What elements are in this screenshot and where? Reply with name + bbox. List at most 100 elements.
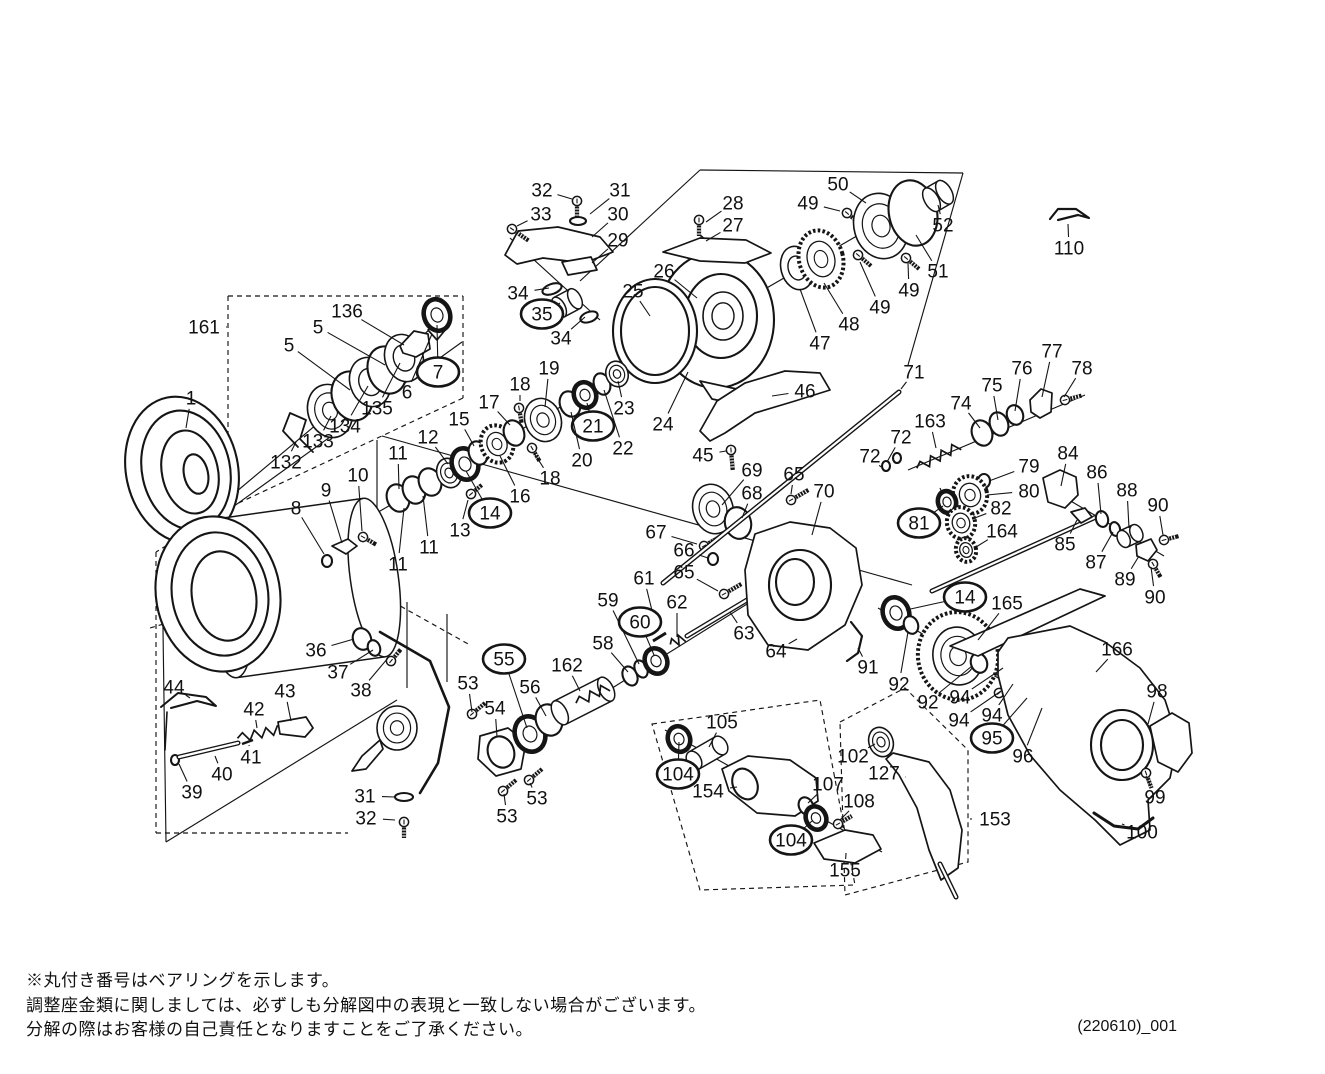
part-number-label: 164 <box>986 522 1018 543</box>
part-number-label: 48 <box>838 315 859 336</box>
part-number-label: 76 <box>1011 359 1032 380</box>
leader-line <box>1101 531 1114 552</box>
part-glyph-bring <box>880 595 912 631</box>
leader-line <box>986 492 1013 496</box>
part-number-label: 23 <box>613 399 634 420</box>
leader-line <box>368 657 389 681</box>
part-glyph-oring <box>731 767 759 801</box>
part-glyph-blob <box>949 588 1106 657</box>
part-number-label: 70 <box>813 482 834 503</box>
leader-line <box>671 536 698 545</box>
leader-line <box>988 471 1015 482</box>
leader-line <box>185 694 191 699</box>
part-number-label: 87 <box>1085 553 1106 574</box>
leader-line <box>1150 566 1155 587</box>
leader-line <box>878 464 882 468</box>
part-number-label: 135 <box>361 399 393 420</box>
leader-line <box>468 693 473 713</box>
part-glyph-disc <box>523 397 563 443</box>
part-glyph-wire <box>282 412 314 453</box>
leader-line <box>968 412 981 429</box>
leader-line <box>533 452 544 469</box>
leader-line <box>591 248 609 264</box>
leader-line <box>516 220 528 227</box>
part-number-label: 33 <box>530 205 551 226</box>
part-number-label: 79 <box>1018 457 1039 478</box>
part-glyph-screw <box>693 214 705 236</box>
part-glyph-oring <box>774 557 816 607</box>
leader-line <box>788 638 798 645</box>
part-glyph-wire <box>160 692 217 709</box>
part-number-label: 54 <box>484 699 506 720</box>
leader-line <box>301 517 325 555</box>
part-glyph-bring <box>642 646 670 676</box>
part-number-label: 10 <box>347 466 368 487</box>
leader-line <box>499 455 516 486</box>
part-glyph-screw <box>1059 393 1082 406</box>
leader-line <box>349 649 374 665</box>
part-glyph-disc <box>604 360 630 388</box>
part-glyph-screw <box>571 195 583 219</box>
part-number-label: 133 <box>302 432 334 453</box>
part-glyph-blob <box>885 752 963 881</box>
leader-line <box>937 204 941 215</box>
part-glyph-screw <box>718 582 743 600</box>
part-glyph-screw <box>523 767 544 786</box>
part-glyph-spring <box>575 684 611 704</box>
leader-line <box>1069 519 1078 534</box>
part-glyph-screw <box>832 814 853 830</box>
part-glyph-oring <box>706 551 720 567</box>
part-glyph-screw <box>357 531 378 547</box>
part-number-label: 38 <box>350 681 371 702</box>
part-glyph-oring <box>619 285 691 377</box>
leader-line <box>1095 658 1109 673</box>
part-number-label: 5 <box>313 318 324 339</box>
part-number-label: 43 <box>274 682 295 703</box>
part-number-label: 72 <box>890 428 911 449</box>
leader-line <box>857 647 864 657</box>
part-glyph-spring <box>236 724 279 742</box>
leader-line <box>381 362 401 398</box>
leader-line <box>610 652 629 673</box>
part-number-label: 94 <box>948 711 970 732</box>
part-glyph-oring <box>182 453 210 495</box>
leader-line <box>323 415 332 431</box>
part-glyph-gear <box>478 423 516 465</box>
part-number-label: 22 <box>612 439 633 460</box>
leader-line <box>327 331 386 366</box>
part-glyph-blob <box>813 829 882 864</box>
part-number-label: 80 <box>1018 482 1039 503</box>
bearing-circle <box>467 497 513 529</box>
part-glyph-spring <box>669 633 687 647</box>
leader-line <box>886 447 896 463</box>
construction-line <box>907 172 964 366</box>
part-number-label: 41 <box>240 748 261 769</box>
part-number-label: 12 <box>417 428 438 449</box>
leader-line <box>328 500 343 544</box>
part-number-label: 66 <box>673 541 694 562</box>
part-glyph-blob <box>504 226 614 265</box>
part-glyph-ring <box>702 291 744 341</box>
part-number-label: 47 <box>809 334 830 355</box>
part-number-label: 68 <box>741 484 762 505</box>
leader-line <box>410 333 433 383</box>
part-glyph-oring <box>1005 404 1025 426</box>
leader-line <box>1127 500 1130 529</box>
leader-line <box>938 665 973 694</box>
part-glyph-blob <box>399 330 431 358</box>
part-number-label: 96 <box>1012 747 1033 768</box>
part-number-label: 18 <box>539 469 560 490</box>
part-glyph-cyl <box>550 676 616 726</box>
part-glyph-rod <box>929 514 1099 594</box>
part-glyph-oring <box>393 791 415 803</box>
construction-line <box>165 699 398 843</box>
part-number-label: 11 <box>419 538 439 559</box>
part-number-label: 6 <box>402 383 413 404</box>
part-number-label: 53 <box>496 807 517 828</box>
leader-line <box>696 578 719 592</box>
part-glyph-blob <box>699 370 831 442</box>
part-glyph-wire <box>845 620 864 663</box>
leader-line <box>1159 515 1164 536</box>
leader-line <box>741 503 749 519</box>
part-glyph-oring <box>502 419 526 447</box>
